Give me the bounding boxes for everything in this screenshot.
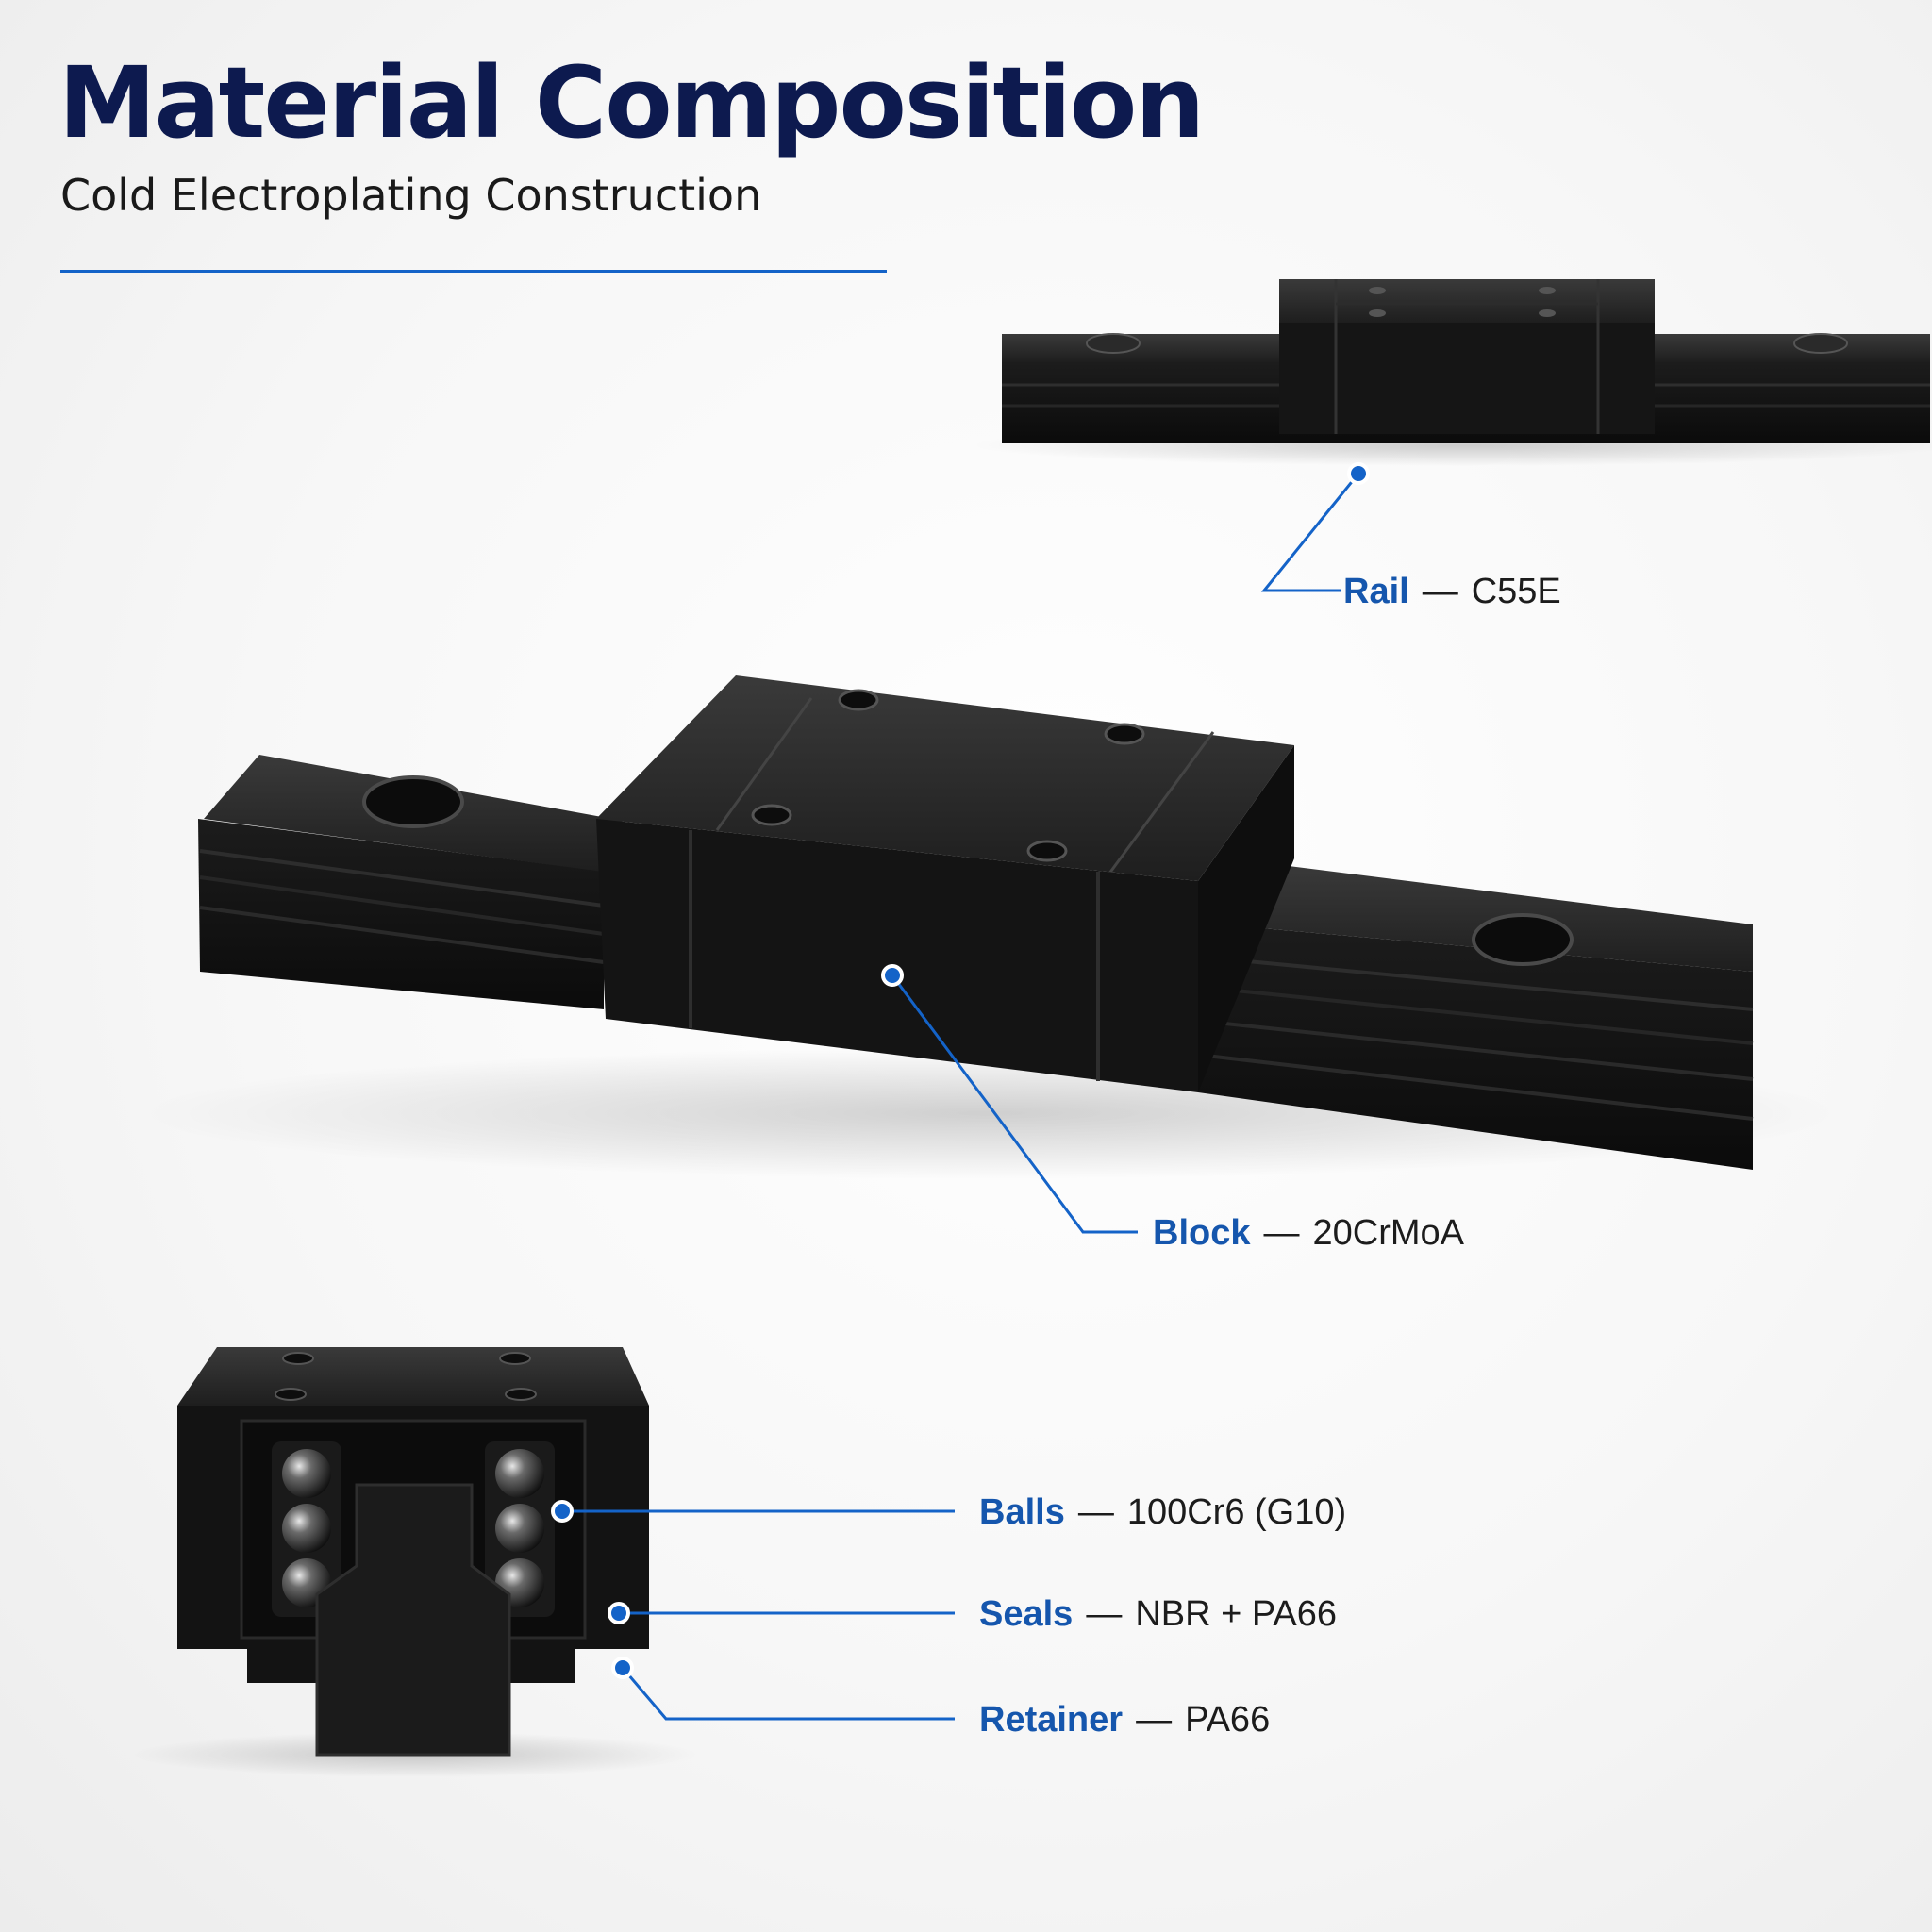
rail-profile (315, 1483, 511, 1757)
seals-material: NBR + PA66 (1135, 1594, 1337, 1634)
block-front (596, 819, 1198, 1092)
page-subtitle: Cold Electroplating Construction (60, 170, 762, 221)
retainer-leader (621, 1667, 955, 1721)
rail-top-right (1198, 864, 1753, 972)
rail-label: Rail (1343, 572, 1409, 611)
block-top-small (1279, 279, 1655, 323)
page-title: Material Composition (58, 45, 1205, 160)
end-view-top (177, 1347, 649, 1406)
balls-label: Balls (979, 1492, 1065, 1532)
rail-material: C55E (1471, 572, 1561, 611)
seals-callout: Seals — NBR + PA66 (979, 1594, 1337, 1635)
block-separator: — (1263, 1213, 1300, 1253)
retainer-label: Retainer (979, 1700, 1124, 1740)
rail-callout: Rail — C55E (1343, 572, 1561, 612)
rail-side-right (1198, 923, 1753, 1170)
block-material: 20CrMoA (1312, 1213, 1464, 1253)
block-leader (891, 974, 1138, 1234)
ball (495, 1449, 544, 1498)
retainer-separator: — (1136, 1700, 1173, 1740)
ball (495, 1504, 544, 1553)
balls-dot (551, 1500, 574, 1523)
balls-separator: — (1077, 1492, 1114, 1532)
rail-dot (1347, 462, 1370, 485)
balls-callout: Balls — 100Cr6 (G10) (979, 1492, 1346, 1533)
rail-hole (1472, 913, 1574, 966)
seals-separator: — (1086, 1594, 1123, 1634)
block-callout: Block — 20CrMoA (1153, 1213, 1464, 1254)
rail-separator: — (1422, 572, 1458, 611)
rail-hole (362, 775, 464, 828)
seals-dot (608, 1602, 630, 1624)
retainer-dot (611, 1657, 634, 1679)
title-divider (60, 270, 887, 273)
rail-side-left (198, 819, 604, 1009)
rail-leader (1260, 473, 1360, 592)
balls-material: 100Cr6 (G10) (1126, 1492, 1347, 1532)
ball (282, 1449, 331, 1498)
retainer-callout: Retainer — PA66 (979, 1700, 1270, 1740)
retainer-material: PA66 (1185, 1700, 1271, 1740)
ball (282, 1504, 331, 1553)
block-label: Block (1153, 1213, 1251, 1253)
rail-assembly-large (142, 675, 1840, 1179)
block-end-view (132, 1347, 698, 1777)
block-front-small (1279, 323, 1655, 434)
rail-hole (1793, 333, 1848, 354)
seals-label: Seals (979, 1594, 1074, 1634)
block-end (1198, 745, 1294, 1092)
rail-hole (1086, 333, 1141, 354)
block-dot (881, 964, 904, 987)
rail-assembly-small (972, 279, 1932, 466)
